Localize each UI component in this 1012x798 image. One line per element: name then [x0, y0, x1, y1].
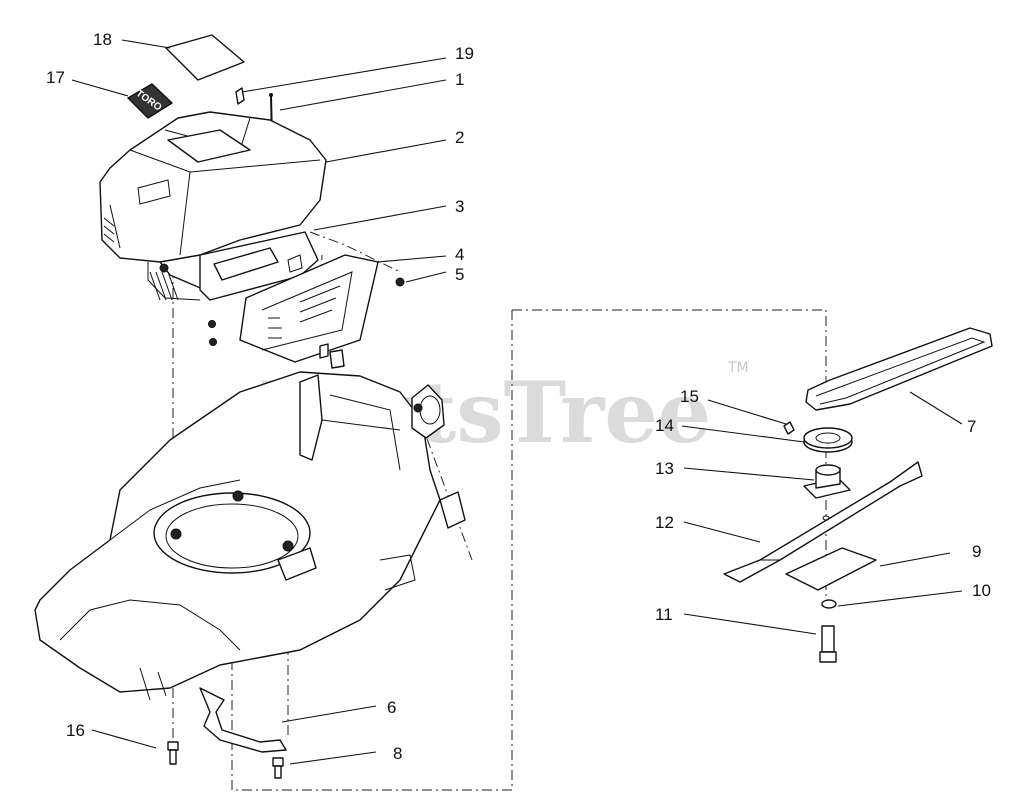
callout-3: 3 [455, 197, 464, 216]
part-17-decal: TORO [127, 83, 173, 119]
part-13-adapter [803, 464, 851, 499]
callout-10: 10 [972, 581, 991, 600]
part-3-deck [34, 371, 466, 701]
part-19-screw [235, 87, 245, 105]
callout-2: 2 [455, 128, 464, 147]
mount-stud [329, 349, 345, 369]
callout-12: 12 [655, 513, 674, 532]
part-14-pulley [803, 427, 853, 453]
watermark-trademark: TM [727, 360, 749, 376]
part-16-bolt [167, 741, 179, 765]
part-6-bracket [199, 687, 287, 753]
part-8-bolt [272, 757, 284, 779]
part-11-bolt [819, 625, 837, 663]
callout-7: 7 [967, 417, 976, 436]
callout-16: 16 [66, 721, 85, 740]
part-2-engine [99, 111, 327, 301]
callout-14: 14 [655, 416, 674, 435]
part-9-stiffener [785, 547, 877, 591]
screw-b [209, 338, 217, 346]
callout-6: 6 [387, 698, 396, 717]
callout-8: 8 [393, 744, 402, 763]
callout-17: 17 [46, 68, 65, 87]
part-4-shroud [239, 254, 379, 363]
part-18-cover-plate [165, 34, 245, 81]
callouts: 18 17 19 1 2 3 4 5 6 8 16 15 14 13 12 7 … [46, 30, 991, 763]
callout-9: 9 [972, 542, 981, 561]
leader-lines [71, 39, 963, 765]
callout-18: 18 [93, 30, 112, 49]
part-15-pin [783, 421, 795, 435]
callout-5: 5 [455, 265, 464, 284]
part-10-washer [821, 599, 837, 609]
mount-stud-b [319, 343, 329, 359]
callout-11: 11 [655, 605, 673, 624]
part-5-screw [395, 277, 405, 287]
part-7-belt [805, 327, 993, 411]
callout-1: 1 [455, 70, 464, 89]
callout-4: 4 [455, 245, 464, 264]
callout-15: 15 [680, 387, 699, 406]
part-12-blade [723, 461, 923, 583]
callout-13: 13 [655, 459, 674, 478]
screw-a [208, 320, 216, 328]
callout-19: 19 [455, 44, 474, 63]
